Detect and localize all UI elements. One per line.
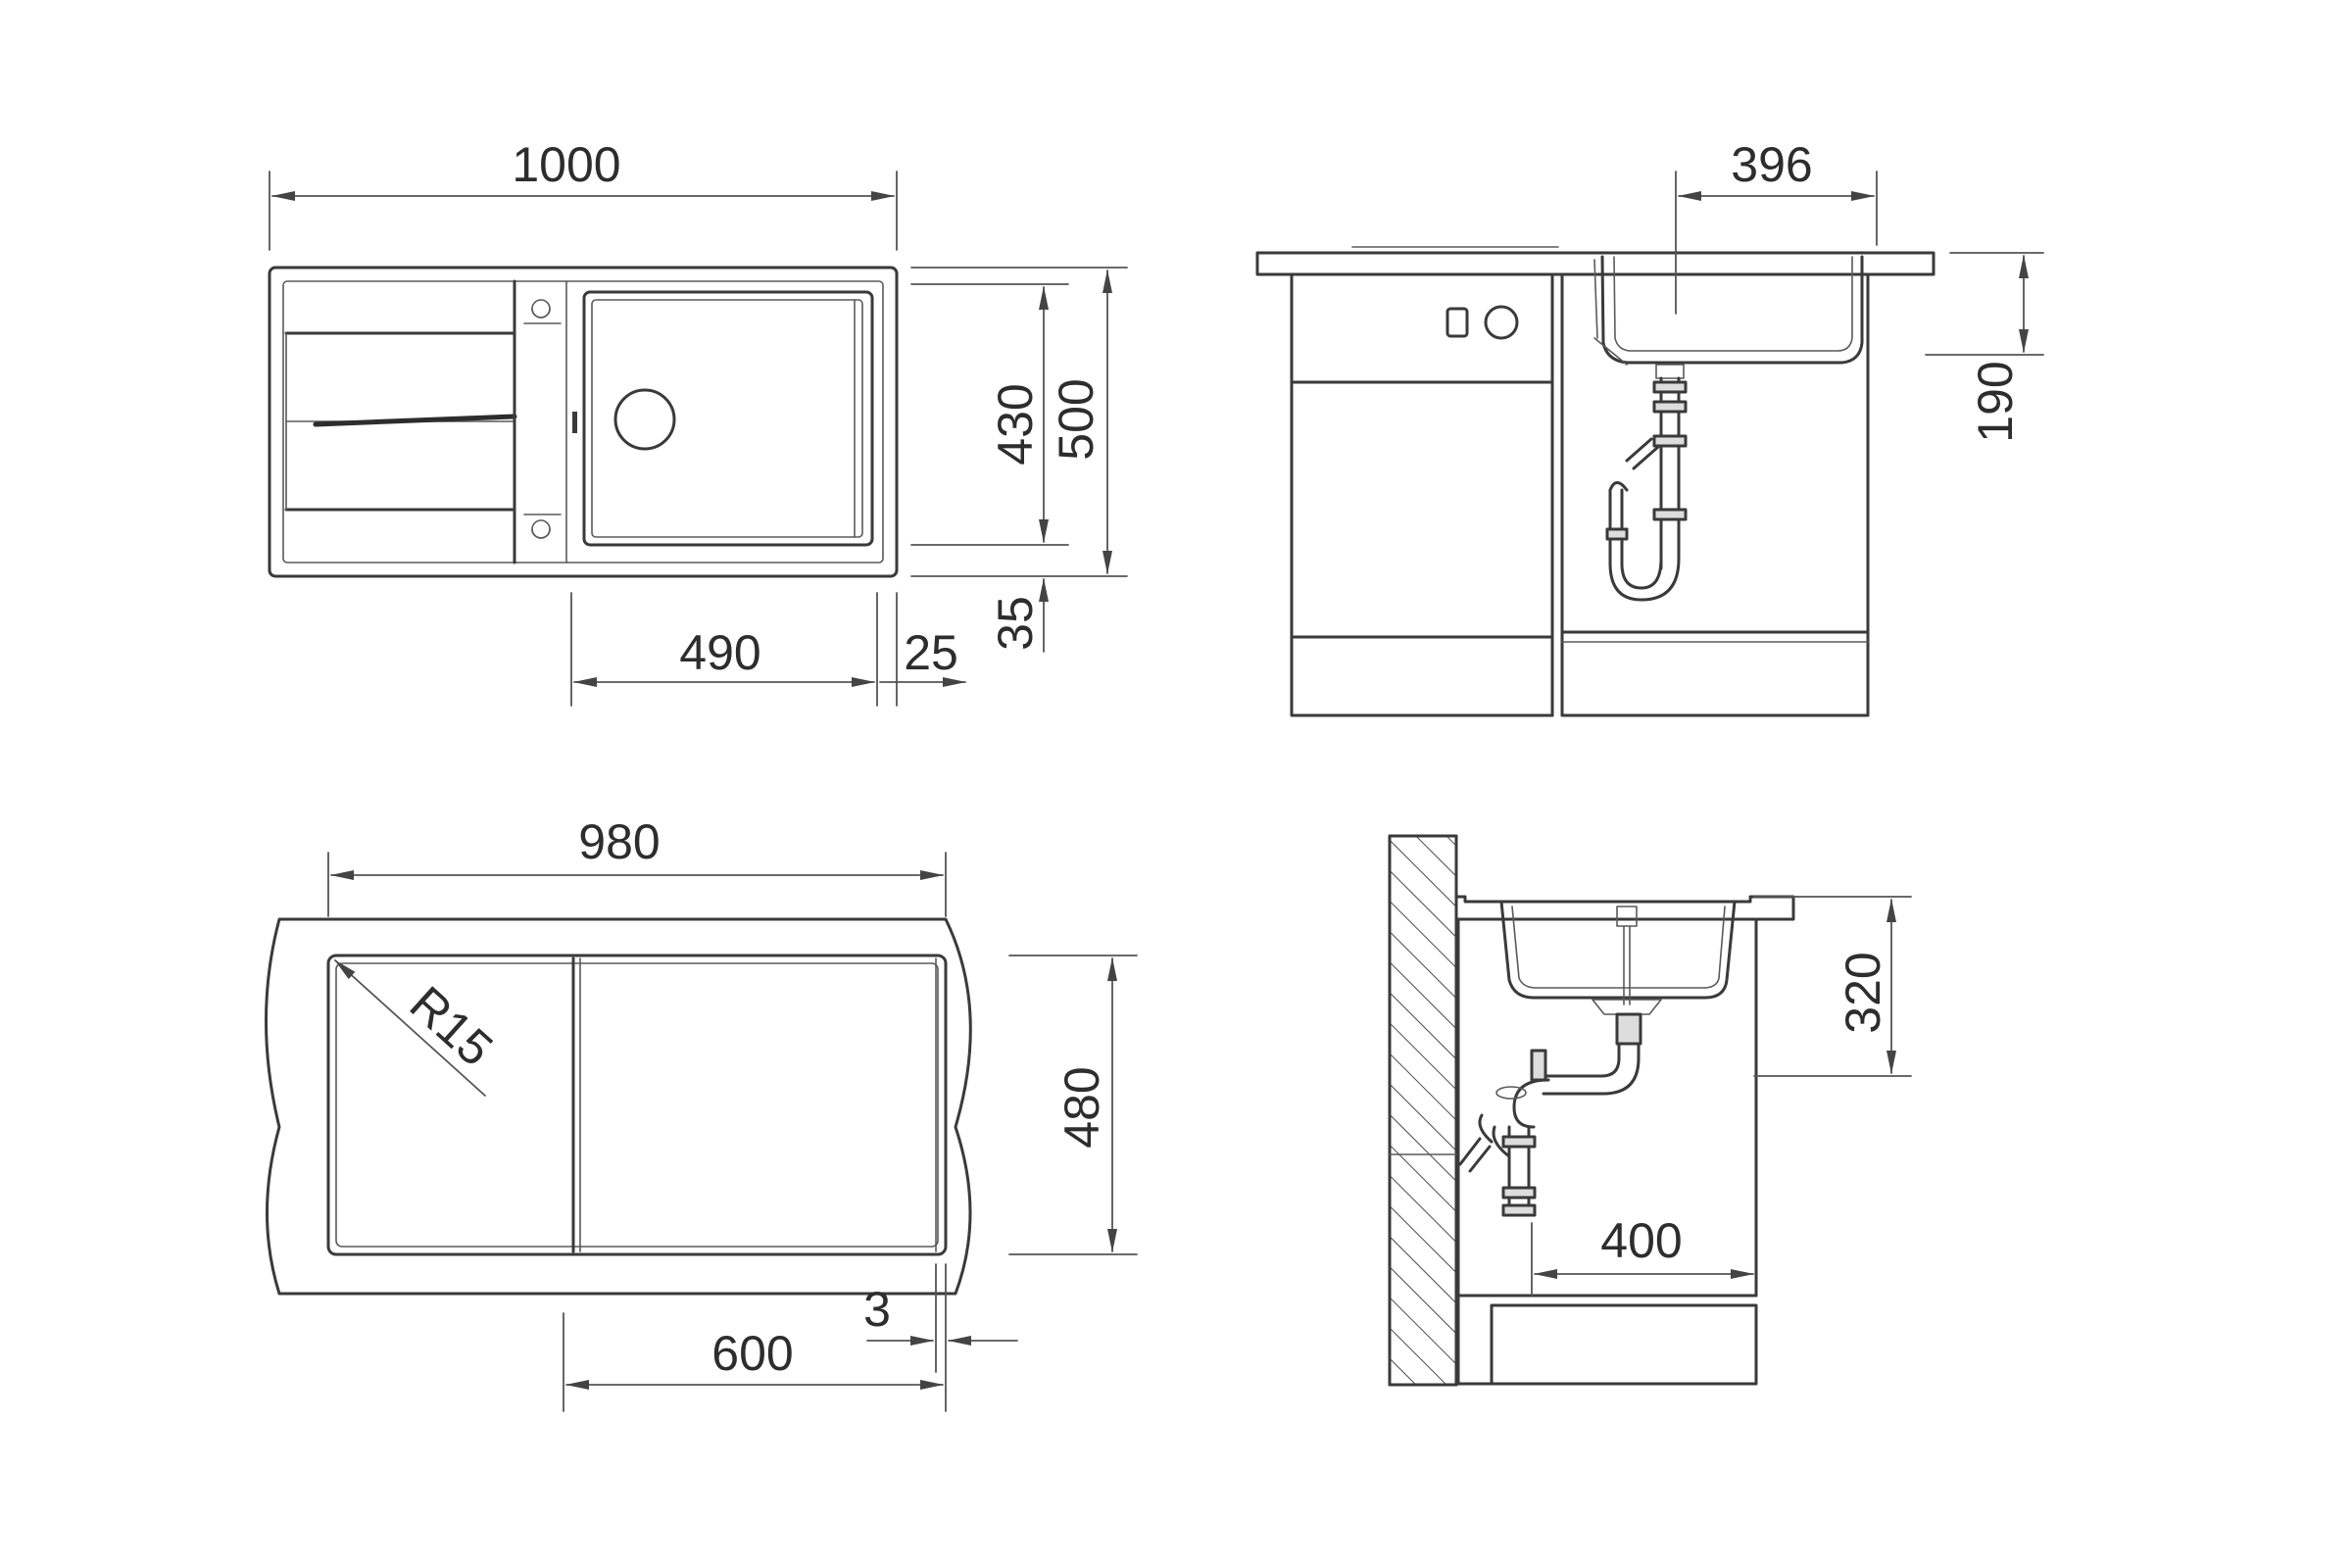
dim-rim-offset: 25: [904, 625, 958, 680]
dim-cutout-margin: 3: [863, 1282, 891, 1337]
wall-hatch: [1388, 834, 1458, 1387]
cabinet-sink: [1560, 272, 1870, 717]
dim-bowl-height: 190: [1968, 361, 2023, 442]
drain-trap-section: [1458, 1012, 1642, 1217]
control-knob-icon: [1484, 305, 1519, 340]
bowl-outline: [582, 290, 874, 547]
countertop-section: [1454, 895, 1795, 921]
drain-trap: [1605, 364, 1688, 602]
bowl-section: [1600, 255, 1864, 365]
wall: [1388, 834, 1458, 1387]
control-button-icon: [1446, 307, 1469, 338]
bowl-section: [1499, 900, 1737, 1000]
dim-corner-radius: R15: [400, 976, 504, 1077]
bowl-inner: [591, 299, 863, 538]
cutout-outline: [326, 954, 948, 1256]
dim-cutout-depth: 480: [1054, 1066, 1109, 1148]
dim-cutout-bowl-width: 600: [711, 1326, 793, 1381]
dim-bowl-depth: 430: [988, 383, 1043, 465]
dim-overall-width: 1000: [512, 137, 620, 192]
cabinet-plinth: [1490, 1303, 1758, 1386]
sink-outline: [268, 266, 899, 578]
tap-hole-icon: [523, 299, 562, 324]
cutout-view: R15 980 480 600 3: [265, 814, 1138, 1412]
dim-overall-depth: 500: [1049, 378, 1103, 460]
dim-drain-offset: 400: [1600, 1213, 1682, 1268]
dim-drain-height: 320: [1836, 952, 1890, 1033]
dim-bowl-length: 490: [679, 625, 760, 680]
sink-inner-rim: [282, 280, 884, 564]
overflow-icon: [523, 514, 562, 539]
dim-bowl-width: 396: [1731, 137, 1812, 192]
dim-front-offset: 35: [988, 596, 1043, 651]
drainboard: [284, 279, 577, 564]
dim-cutout-width: 980: [578, 814, 660, 869]
cabinet-dishwasher: [1290, 272, 1554, 717]
top-view: 1000 490 25 430 500 35: [268, 137, 1128, 707]
section-view: 320 400: [1388, 834, 1912, 1387]
worktop-outline: [265, 917, 972, 1296]
side-view: 396 190: [1255, 137, 2044, 717]
drain-hole-icon: [613, 388, 676, 451]
